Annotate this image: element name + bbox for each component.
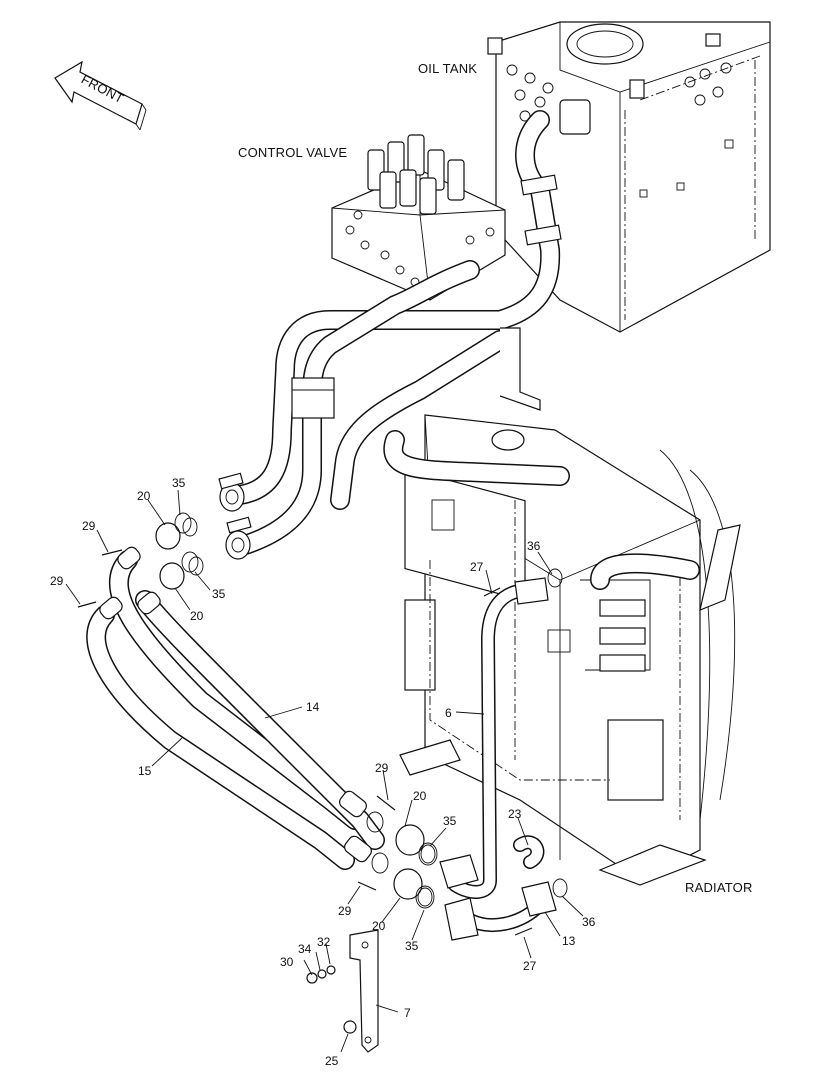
oil-tank: OIL TANK [418, 21, 771, 333]
callout-35: 35 [212, 587, 226, 601]
oil-tank-label: OIL TANK [418, 61, 477, 76]
callout-20: 20 [190, 609, 204, 623]
callout-36: 36 [582, 915, 596, 929]
callout-35: 35 [443, 814, 457, 828]
callout-6: 6 [445, 706, 452, 720]
callout-29: 29 [338, 904, 352, 918]
callout-32: 32 [317, 935, 331, 949]
callout-36: 36 [527, 539, 541, 553]
callout-29: 29 [375, 761, 389, 775]
radiator-label: RADIATOR [685, 880, 753, 895]
callout-14: 14 [306, 700, 320, 714]
callout-25: 25 [325, 1054, 339, 1068]
control-valve-label: CONTROL VALVE [238, 145, 347, 160]
callout-27: 27 [470, 560, 484, 574]
bracket-assembly [306, 929, 379, 1053]
callout-30: 30 [280, 955, 294, 969]
hoses [77, 517, 436, 907]
callout-23: 23 [508, 807, 522, 821]
callout-35: 35 [172, 476, 186, 490]
callout-20: 20 [137, 489, 151, 503]
callout-7: 7 [404, 1006, 411, 1020]
callout-29: 29 [50, 574, 64, 588]
pipe-routing [218, 99, 591, 560]
callout-35: 35 [405, 939, 419, 953]
callout-34: 34 [298, 942, 312, 956]
callout-20: 20 [372, 919, 386, 933]
callout-27: 27 [523, 959, 537, 973]
callout-20: 20 [413, 789, 427, 803]
callouts: 35 20 29 29 35 20 14 15 27 36 6 29 20 35… [50, 476, 596, 1068]
callout-29: 29 [82, 519, 96, 533]
callout-13: 13 [562, 934, 576, 948]
radiator-pipes [439, 568, 568, 941]
o-rings [174, 512, 438, 909]
front-arrow: FRONT [54, 60, 147, 131]
leader-lines [65, 489, 584, 1053]
callout-15: 15 [138, 764, 152, 778]
